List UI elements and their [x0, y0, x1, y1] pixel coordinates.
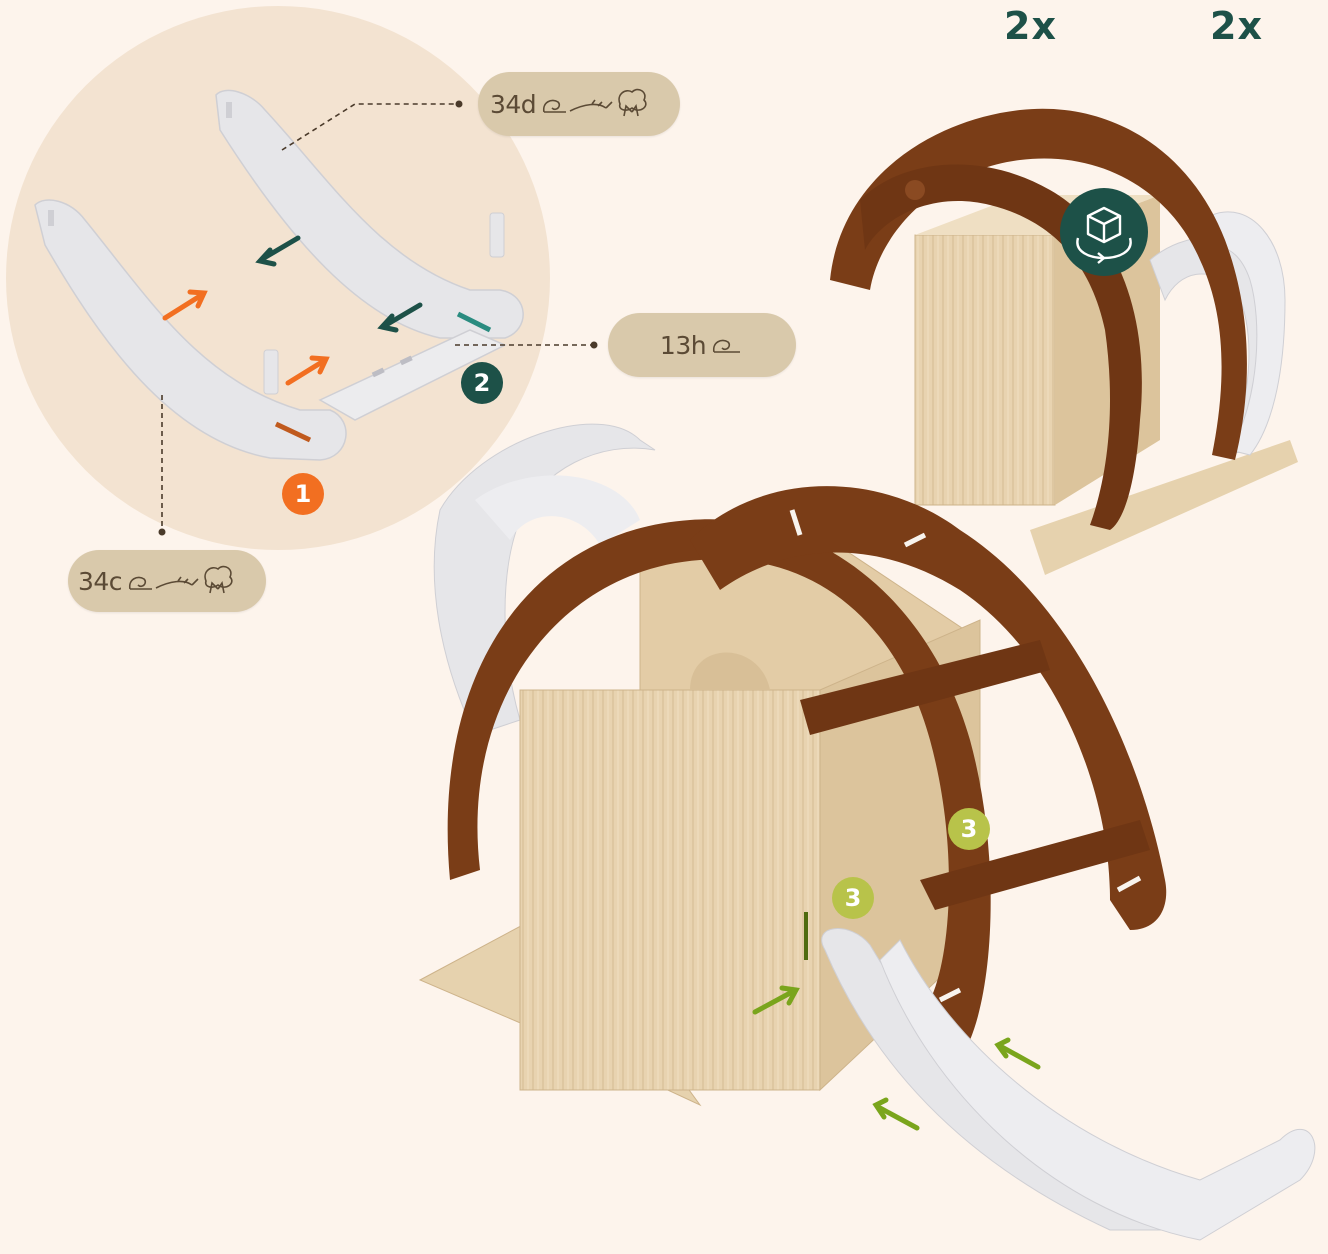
- tree-icon: [205, 567, 232, 593]
- label-34c: 34c: [68, 550, 266, 612]
- detail-peg-bottom: [264, 350, 278, 394]
- label-34d-code: 34d: [490, 90, 536, 119]
- snail-icon: [544, 100, 566, 112]
- habitat-icons: [540, 84, 660, 124]
- snail-icon: [130, 577, 152, 589]
- step-1-badge: 1: [282, 473, 324, 515]
- tree-icon: [619, 90, 646, 116]
- habitat-icons: [126, 561, 246, 601]
- detail-peg-top: [490, 213, 504, 257]
- snail-icon: [710, 330, 744, 360]
- lizard-icon: [570, 100, 612, 111]
- step-3-badge-upper: 3: [948, 808, 990, 850]
- lizard-icon: [156, 577, 198, 588]
- label-13h: 13h: [608, 313, 796, 377]
- label-34c-code: 34c: [78, 567, 122, 596]
- label-13h-code: 13h: [660, 331, 706, 360]
- main-assembly: [420, 424, 1315, 1240]
- label-34d: 34d: [478, 72, 680, 136]
- step-3-badge-lower: 3: [832, 877, 874, 919]
- step-2-badge: 2: [461, 362, 503, 404]
